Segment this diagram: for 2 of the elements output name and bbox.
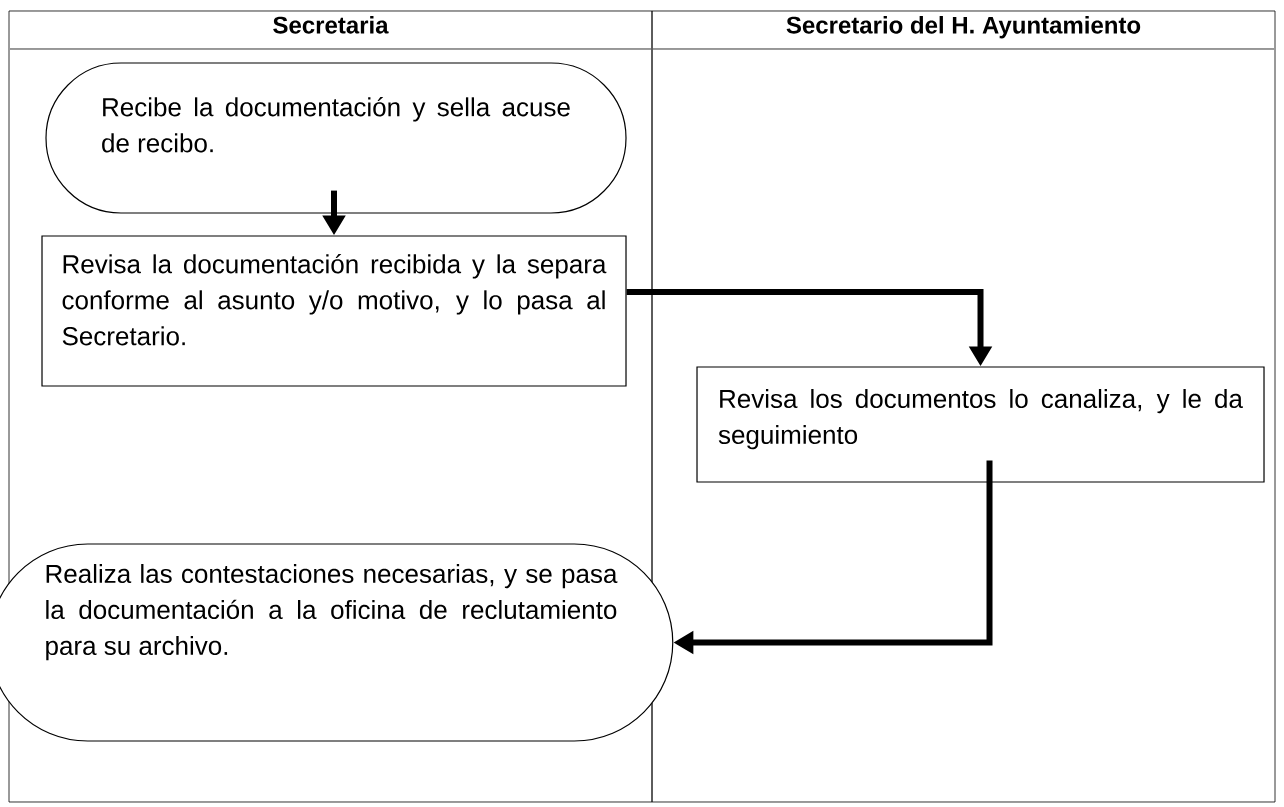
process-box: Revisa la documentación recibida y la separa conforme al asunto y/o motivo, y lo pasa al Secretario.: [41, 235, 627, 387]
process-box: Revisa los documentos lo canaliza, y le da seguimiento: [696, 366, 1265, 483]
